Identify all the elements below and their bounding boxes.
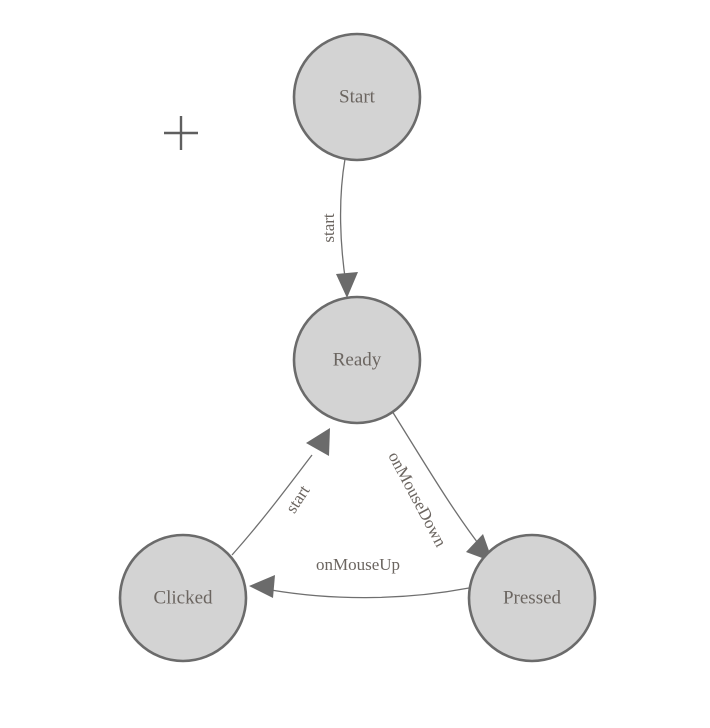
node-label-ready: Ready	[333, 349, 382, 370]
edge-label-start-ready: start	[319, 213, 338, 243]
node-label-pressed: Pressed	[503, 587, 562, 608]
edge-start-to-ready[interactable]: start	[319, 158, 358, 298]
edge-line	[339, 158, 347, 285]
node-shape	[118, 533, 248, 663]
node-start[interactable]: Start	[292, 32, 422, 162]
edge-label-clicked-ready: start	[282, 481, 314, 516]
edge-label-ready-pressed: onMouseDown	[384, 449, 450, 551]
crosshair-cursor-icon	[164, 116, 198, 150]
node-shape	[292, 32, 422, 162]
node-clicked[interactable]: Clicked	[118, 533, 248, 663]
edge-label-pressed-clicked: onMouseUp	[316, 555, 400, 574]
edge-ready-to-pressed[interactable]: onMouseDown	[384, 410, 493, 562]
edge-line	[391, 410, 485, 552]
arrowhead-icon	[336, 272, 358, 298]
node-shape	[467, 533, 597, 663]
node-pressed[interactable]: Pressed	[467, 533, 597, 663]
arrowhead-icon	[249, 575, 275, 598]
node-ready[interactable]: Ready	[292, 295, 422, 425]
edge-line	[270, 587, 470, 599]
edge-clicked-to-ready[interactable]: start	[231, 428, 330, 556]
edge-line	[231, 454, 313, 556]
node-label-clicked: Clicked	[153, 587, 213, 608]
node-label-start: Start	[339, 86, 376, 107]
arrowhead-icon	[306, 428, 330, 456]
node-shape	[292, 295, 422, 425]
edge-pressed-to-clicked[interactable]: onMouseUp	[249, 555, 470, 599]
